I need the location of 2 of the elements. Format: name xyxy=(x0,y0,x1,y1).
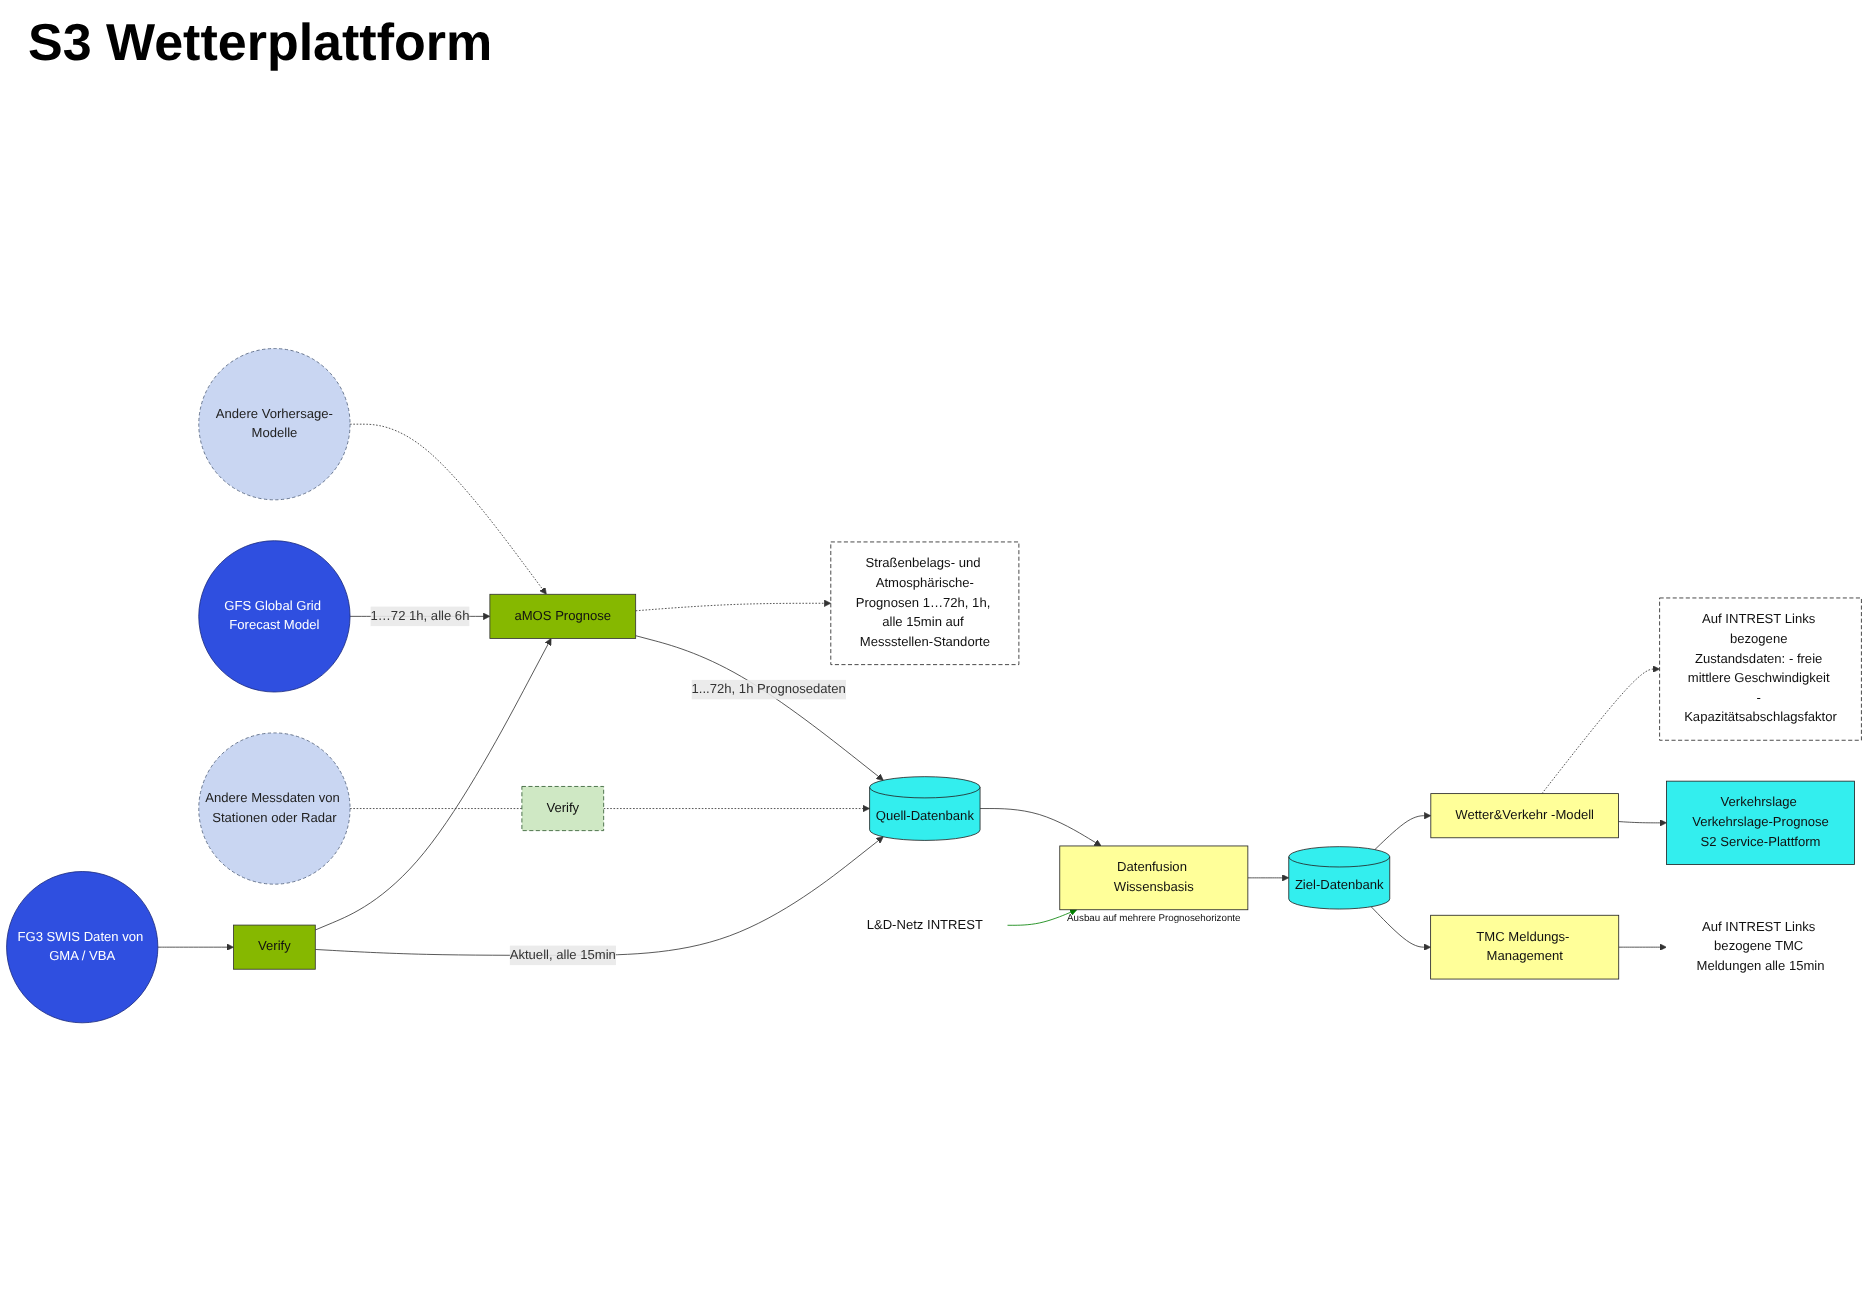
diagram-title: S3 Wetterplattform xyxy=(26,10,495,76)
connector xyxy=(349,808,523,810)
